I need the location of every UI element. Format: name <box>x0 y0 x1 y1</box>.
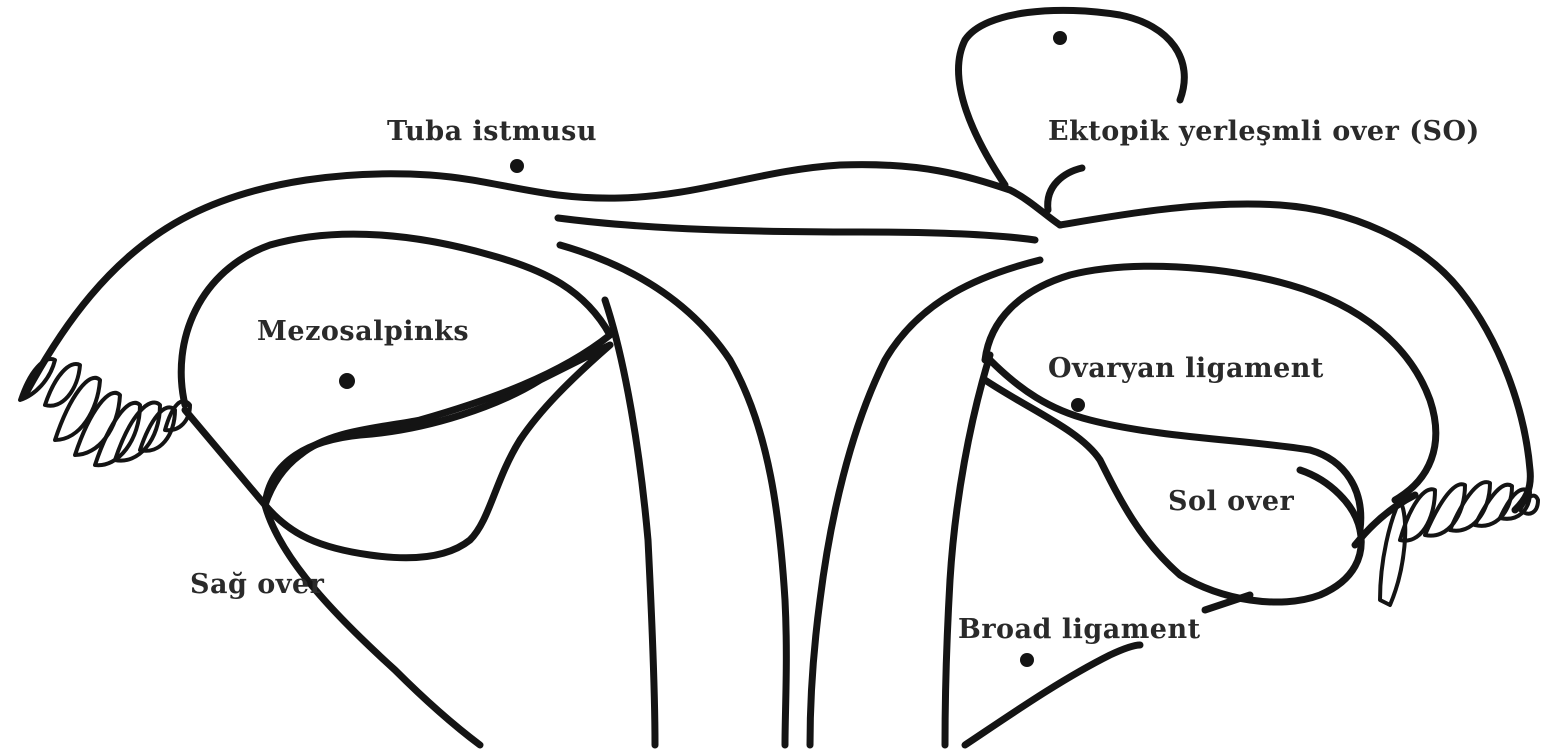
right-broad-ligament-outer <box>605 300 655 745</box>
right-ovary-outline <box>265 345 610 558</box>
broad-ligament-dot <box>1020 653 1034 667</box>
tuba-istmusu-dot <box>510 159 524 173</box>
label-broad-ligament: Broad ligament <box>958 614 1201 645</box>
label-mezosalpinks: Mezosalpinks <box>257 316 469 347</box>
label-sag-over: Sağ over <box>190 569 325 600</box>
label-tuba-istmusu: Tuba istmusu <box>387 116 597 147</box>
mezosalpinks-outline <box>181 234 610 505</box>
right-fimbriae <box>20 359 190 465</box>
mezosalpinks-dot <box>339 373 355 389</box>
label-ektopik-over: Ektopik yerleşmli over (SO) <box>1048 116 1480 147</box>
ovaryan-ligament-dot <box>1071 398 1085 412</box>
uterus-right-wall <box>810 260 1040 745</box>
ectopic-ovary-hook <box>1048 168 1082 210</box>
broad-ligament-lower-line <box>965 645 1140 745</box>
left-broad-ligament-outer <box>945 355 990 745</box>
ectopic-ovary-outline <box>959 10 1185 185</box>
label-sol-over: Sol over <box>1168 486 1295 517</box>
label-ovaryan-ligament: Ovaryan ligament <box>1048 353 1324 384</box>
uterus-fundus <box>558 218 1035 240</box>
uterus-left-wall <box>560 245 786 745</box>
ectopic-ovary-dot <box>1053 31 1067 45</box>
